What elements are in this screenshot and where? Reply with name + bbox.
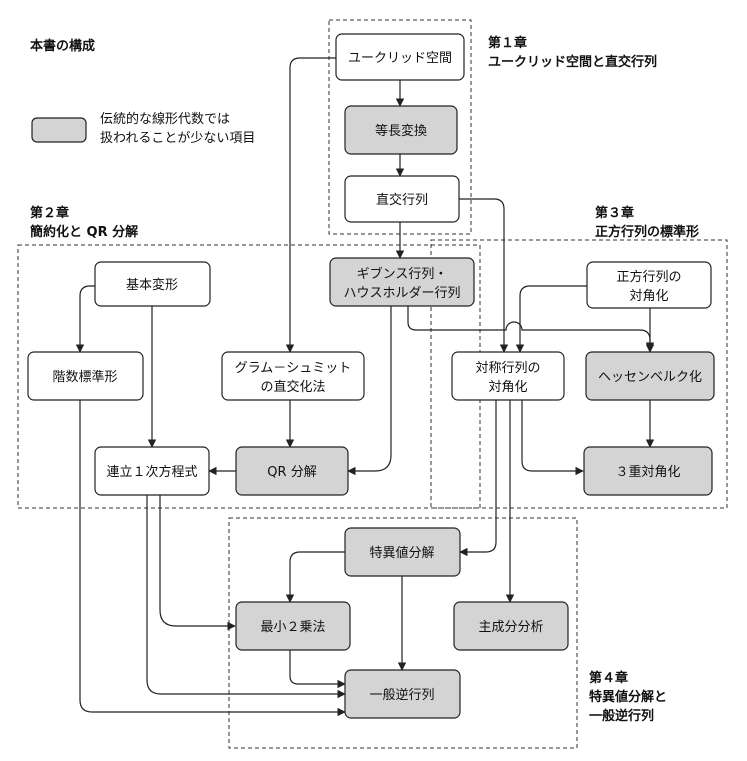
node-orthogonal-label: 直交行列 — [376, 192, 428, 208]
chapter-2-title: 簡約化と QR 分解 — [29, 224, 138, 240]
legend-line-2: 扱われることが少ない項目 — [100, 131, 255, 146]
node-qr-box — [235, 446, 349, 496]
edge-orthogonal-sym — [459, 198, 509, 353]
chapter-3-title: 正方行列の標準形 — [595, 224, 699, 240]
page-title: 本書の構成 — [30, 38, 95, 54]
node-sym-diag-box — [451, 351, 565, 401]
node-linear-eq: 連立１次方程式 — [94, 446, 210, 496]
node-isometry-label: 等長変換 — [375, 123, 427, 139]
node-elementary-box — [94, 261, 211, 307]
node-square-diag: 正方行列の 対角化 — [586, 261, 712, 309]
node-square-diag-label-1: 正方行列の — [616, 269, 681, 285]
chapter-3-number: 第３章 — [595, 205, 634, 221]
node-least-sq-label: 最小２乗法 — [260, 620, 325, 635]
node-givens: ギブンス行列・ ハウスホルダー行列 — [329, 257, 475, 307]
node-givens-box — [329, 257, 475, 307]
node-hessenberg-box — [585, 351, 715, 401]
edge-givens-tridiag — [407, 306, 655, 351]
node-tridiag-label: ３重対角化 — [615, 464, 680, 480]
node-least-sq: 最小２乗法 — [235, 601, 351, 651]
node-gram-label-1: グラム－シュミット — [235, 361, 352, 376]
node-square-diag-label-2: 対角化 — [629, 289, 668, 304]
edge-lineq-pinv — [146, 495, 346, 699]
node-sym-diag: 対称行列の 対角化 — [451, 351, 565, 401]
node-sym-diag-label-2: 対角化 — [488, 380, 527, 395]
node-gram-box — [221, 351, 365, 401]
edge-lineq-leastsq — [159, 495, 236, 631]
node-euclid: ユークリッド空間 — [335, 33, 465, 81]
connectors — [75, 57, 655, 717]
edge-squarediag-sym — [515, 285, 587, 353]
node-svd-label: 特異値分解 — [369, 545, 434, 561]
node-euclid-label: ユークリッド空間 — [348, 51, 452, 66]
node-euclid-box — [335, 33, 465, 81]
chapter-3-frame — [430, 239, 728, 509]
node-pca-box — [453, 601, 569, 651]
node-echelon: 階数標準形 — [27, 351, 144, 401]
node-linear-eq-label: 連立１次方程式 — [106, 464, 197, 480]
edge-leastsq-pinv — [289, 650, 346, 689]
node-tridiag: ３重対角化 — [583, 446, 713, 496]
edge-givens-qr — [347, 306, 392, 476]
chapter-1-number: 第１章 — [488, 35, 527, 51]
node-square-diag-box — [586, 261, 712, 309]
node-isometry: 等長変換 — [344, 105, 458, 155]
legend: 伝統的な線形代数では 扱われることが少ない項目 — [31, 111, 255, 146]
edge-sym-tridiag — [521, 400, 584, 476]
node-sym-diag-label-1: 対称行列の — [475, 361, 540, 376]
chapter-4-frame — [228, 517, 578, 749]
node-echelon-box — [27, 351, 144, 401]
node-pinv-box — [344, 669, 461, 719]
node-givens-label-2: ハウスホルダー行列 — [343, 286, 460, 301]
chapter-1-title: ユークリッド空間と直交行列 — [488, 54, 657, 70]
chapter-4-number: 第４章 — [589, 670, 628, 686]
chapter-2-frame — [17, 244, 481, 509]
node-pca: 主成分分析 — [453, 601, 569, 651]
node-orthogonal-box — [344, 175, 460, 223]
legend-swatch — [31, 117, 87, 143]
chapter-4-title: 特異値分解と — [589, 689, 667, 705]
node-pinv: 一般逆行列 — [344, 669, 461, 719]
edge-elementary-echelon — [75, 285, 95, 353]
chapter-2-number: 第２章 — [30, 205, 69, 221]
edge-svd-leastsq — [285, 551, 345, 603]
node-elementary: 基本変形 — [94, 261, 211, 307]
node-orthogonal: 直交行列 — [344, 175, 460, 223]
node-least-sq-box — [235, 601, 351, 651]
node-pinv-label: 一般逆行列 — [369, 687, 434, 703]
node-linear-eq-box — [94, 446, 210, 496]
node-svd-box — [344, 527, 461, 577]
node-pca-label: 主成分分析 — [478, 620, 543, 635]
node-isometry-box — [344, 105, 458, 155]
edge-euclid-gram — [285, 57, 336, 353]
node-echelon-label: 階数標準形 — [52, 369, 117, 385]
node-gram-label-2: の直交化法 — [260, 379, 325, 395]
legend-line-1: 伝統的な線形代数では — [100, 111, 230, 127]
node-gram: グラム－シュミット の直交化法 — [221, 351, 365, 401]
node-svd: 特異値分解 — [344, 527, 461, 577]
node-qr-label: QR 分解 — [267, 465, 316, 480]
node-qr: QR 分解 — [235, 446, 349, 496]
edge-sym-svd — [459, 400, 497, 557]
edge-echelon-pinv — [79, 400, 346, 717]
node-tridiag-box — [583, 446, 713, 496]
chapter-4-title-2: 一般逆行列 — [589, 708, 654, 724]
node-elementary-label: 基本変形 — [126, 277, 178, 293]
node-hessenberg-label: ヘッセンベルク化 — [598, 370, 702, 385]
node-hessenberg: ヘッセンベルク化 — [585, 351, 715, 401]
node-givens-label-1: ギブンス行列・ — [357, 266, 448, 282]
